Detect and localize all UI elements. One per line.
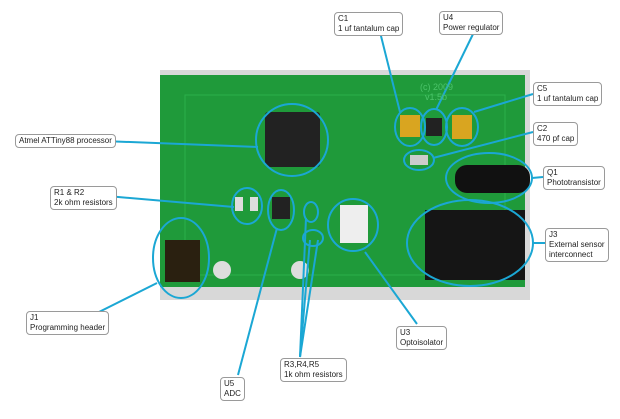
processor-chip xyxy=(265,112,320,167)
cap-c2 xyxy=(410,155,428,165)
ref: U5 xyxy=(224,379,235,388)
desc: ADC xyxy=(224,389,241,398)
board-silkscreen: v1.5b xyxy=(425,92,447,102)
desc: Phototransistor xyxy=(547,178,601,187)
desc: Power regulator xyxy=(443,23,500,32)
ref: C2 xyxy=(537,124,548,133)
callout-lines xyxy=(98,29,545,376)
phototransistor-q1 xyxy=(455,165,530,193)
desc: Optoisolator xyxy=(400,338,444,347)
board-silkscreen: (c) 2009 xyxy=(420,82,453,92)
desc: 2k ohm resistors xyxy=(54,198,113,207)
regulator-u4 xyxy=(426,118,442,136)
callout-atmel: Atmel ATTiny88 processor xyxy=(15,134,116,148)
desc: Atmel ATTiny88 processor xyxy=(19,136,112,145)
ref: R3,R4,R5 xyxy=(284,360,320,369)
ref: C5 xyxy=(537,84,548,93)
ref: U4 xyxy=(443,13,454,22)
cap-c5 xyxy=(452,115,472,139)
ref: R1 & R2 xyxy=(54,188,85,197)
header-j1 xyxy=(165,240,200,282)
cap-c1 xyxy=(400,115,420,137)
ref: U3 xyxy=(400,328,411,337)
optoisolator-u3 xyxy=(340,205,368,243)
ref: C1 xyxy=(338,14,349,23)
jack-j3 xyxy=(425,210,525,280)
desc: External sensor xyxy=(549,240,605,249)
desc: 470 pf cap xyxy=(537,134,575,143)
mount-hole xyxy=(213,261,231,279)
resistor-r2 xyxy=(250,197,258,211)
desc: 1 uf tantalum cap xyxy=(338,24,400,33)
resistor-r1 xyxy=(235,197,243,211)
adc-u5 xyxy=(272,197,290,219)
ref: J3 xyxy=(549,230,558,239)
ref: Q1 xyxy=(547,168,558,177)
desc: 1k ohm resistors xyxy=(284,370,343,379)
ref: J1 xyxy=(30,313,39,322)
desc: interconnect xyxy=(549,250,593,259)
desc: Programming header xyxy=(30,323,106,332)
desc: 1 uf tantalum cap xyxy=(537,94,599,103)
